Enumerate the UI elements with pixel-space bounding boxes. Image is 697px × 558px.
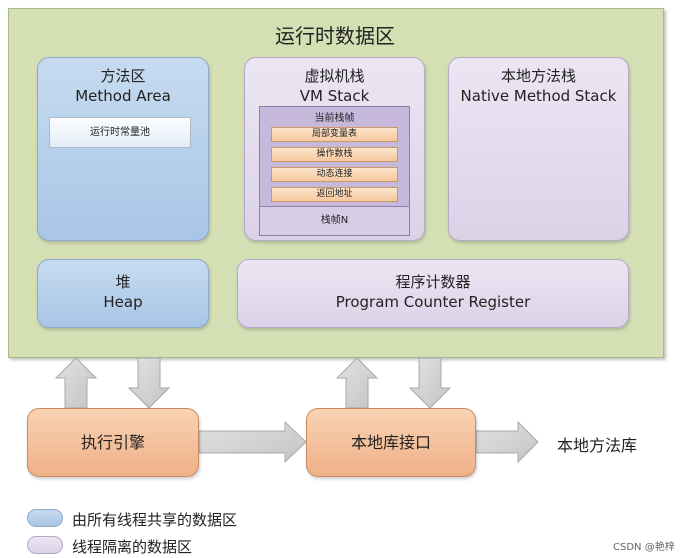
arrow-down-engine bbox=[127, 357, 171, 409]
legend-swatch-shared bbox=[27, 509, 63, 527]
vm-stack-en: VM Stack bbox=[299, 87, 370, 105]
slot-operand-stack: 操作数栈 bbox=[271, 147, 398, 162]
slot-return-address: 返回地址 bbox=[271, 187, 398, 202]
pc-register-en: Program Counter Register bbox=[335, 293, 531, 311]
program-counter-register: 程序计数器 Program Counter Register bbox=[237, 259, 629, 328]
arrow-engine-to-interface bbox=[198, 420, 307, 464]
method-area-en: Method Area bbox=[75, 87, 171, 105]
frame-n: 栈帧N bbox=[260, 206, 409, 235]
arrow-up-interface bbox=[335, 357, 379, 409]
legend-shared-label: 由所有线程共享的数据区 bbox=[72, 511, 238, 529]
vm-stack-cn: 虚拟机栈 bbox=[304, 67, 365, 85]
arrow-up-engine bbox=[54, 357, 98, 409]
runtime-data-area-title: 运行时数据区 bbox=[275, 24, 395, 48]
native-method-library: 本地方法库 bbox=[557, 436, 638, 455]
pc-register-cn: 程序计数器 bbox=[395, 273, 471, 291]
slot-dynamic-linking: 动态连接 bbox=[271, 167, 398, 182]
method-area: 方法区 Method Area bbox=[37, 57, 209, 241]
arrow-interface-to-library bbox=[475, 420, 539, 464]
heap-en: Heap bbox=[103, 293, 143, 311]
watermark: CSDN @艳梓 bbox=[613, 542, 675, 553]
native-interface: 本地库接口 bbox=[306, 408, 476, 477]
heap-cn: 堆 bbox=[115, 273, 131, 291]
slot-local-variables: 局部变量表 bbox=[271, 127, 398, 142]
legend-swatch-isolated bbox=[27, 536, 63, 554]
native-stack-cn: 本地方法栈 bbox=[500, 67, 576, 85]
heap: 堆 Heap bbox=[37, 259, 209, 328]
execution-engine: 执行引擎 bbox=[27, 408, 199, 477]
runtime-constant-pool: 运行时常量池 bbox=[49, 117, 191, 148]
legend-isolated-label: 线程隔离的数据区 bbox=[72, 538, 193, 556]
arrow-down-interface bbox=[408, 357, 452, 409]
method-area-cn: 方法区 bbox=[100, 67, 146, 85]
current-frame-label: 当前栈帧 bbox=[314, 113, 355, 124]
native-stack-en: Native Method Stack bbox=[460, 87, 617, 105]
native-method-stack: 本地方法栈 Native Method Stack bbox=[448, 57, 629, 241]
